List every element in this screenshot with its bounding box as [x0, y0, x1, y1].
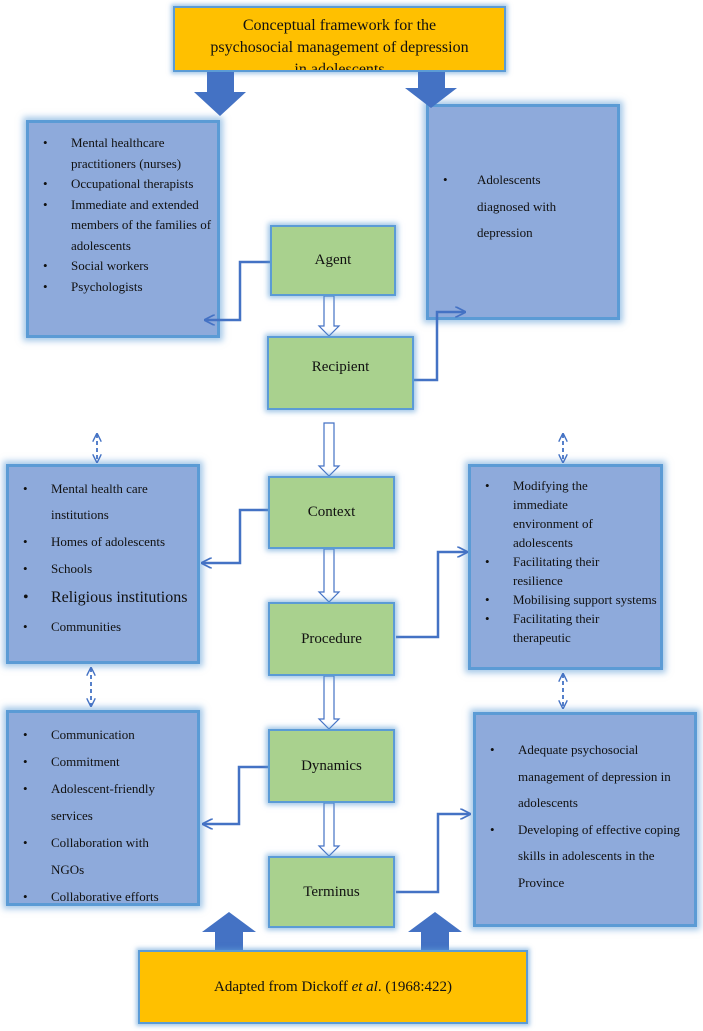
list-item: Adolescents diagnosed with depression [429, 167, 617, 247]
recipient-list-box: Adolescents diagnosed with depression [426, 104, 620, 320]
list-item: Modifying the immediate environment of a… [471, 476, 660, 552]
list-item: Social workers [29, 256, 217, 277]
procedure-list-box: Modifying the immediate environment of a… [468, 464, 663, 670]
list-item: Facilitating their resilience [471, 552, 660, 590]
terminus-list: Adequate psychosocial management of depr… [476, 737, 694, 896]
node-context: Context [268, 476, 395, 549]
block-arrow-down-right [405, 72, 457, 108]
list-item: Communities [9, 613, 197, 640]
node-procedure: Procedure [268, 602, 395, 676]
citation-italic: et al [351, 979, 378, 995]
connector-agent [205, 260, 270, 320]
context-list-box: Mental health care institutions Homes of… [6, 464, 200, 664]
list-item: Schools [9, 555, 197, 582]
dynamics-list: Communication Commitment Adolescent-frie… [9, 721, 197, 903]
procedure-list: Modifying the immediate environment of a… [471, 476, 660, 647]
title-line-1: Conceptual framework for the [242, 17, 437, 34]
list-item: Collaborative efforts [9, 883, 197, 903]
agent-list: Mental healthcare practitioners (nurses)… [29, 133, 217, 297]
list-item: Collaboration with NGOs [9, 829, 197, 883]
framework-title: Conceptual framework for the psychosocia… [173, 6, 506, 72]
connector-procedure [396, 552, 467, 639]
citation-text-1: Adapted from Dickoff [213, 979, 352, 995]
list-item: Psychologists [29, 277, 217, 298]
block-arrow-up-right [408, 912, 462, 950]
list-item: Mobilising support systems [471, 590, 660, 609]
block-arrow-down-left [194, 72, 246, 116]
block-arrow-up-left [202, 912, 256, 950]
list-item: Religious institutions [9, 582, 197, 613]
list-item: Occupational therapists [29, 174, 217, 195]
list-item: Mental health care institutions [9, 476, 197, 528]
list-item: Adequate psychosocial management of depr… [476, 737, 694, 817]
connector-dynamics [203, 765, 270, 824]
list-item: Facilitating their therapeutic [471, 609, 660, 647]
source-citation: Adapted from Dickoff et al. (1968:422) [138, 950, 528, 1024]
node-dynamics: Dynamics [268, 729, 395, 803]
title-line-2: psychosocial management of depression [210, 39, 469, 56]
recipient-list: Adolescents diagnosed with depression [429, 167, 617, 247]
list-item: Homes of adolescents [9, 528, 197, 555]
hollow-arrows [317, 295, 341, 857]
node-recipient: Recipient [267, 336, 414, 410]
list-item: Immediate and extended members of the fa… [29, 195, 217, 257]
terminus-list-box: Adequate psychosocial management of depr… [473, 712, 697, 927]
list-item: Developing of effective coping skills in… [476, 817, 694, 897]
title-line-3: in adolescents [294, 61, 385, 72]
list-item: Communication [9, 721, 197, 748]
list-item: Adolescent-friendly services [9, 775, 197, 829]
node-terminus: Terminus [268, 856, 395, 928]
connector-terminus [396, 814, 470, 894]
connector-recipient [396, 312, 465, 382]
node-agent: Agent [270, 225, 396, 296]
agent-list-box: Mental healthcare practitioners (nurses)… [26, 120, 220, 338]
list-item: Mental healthcare practitioners (nurses) [29, 133, 217, 174]
connector-context [202, 508, 270, 563]
citation-text-2: . (1968:422) [377, 979, 453, 995]
dynamics-list-box: Communication Commitment Adolescent-frie… [6, 710, 200, 906]
list-item: Commitment [9, 748, 197, 775]
context-list: Mental health care institutions Homes of… [9, 476, 197, 640]
